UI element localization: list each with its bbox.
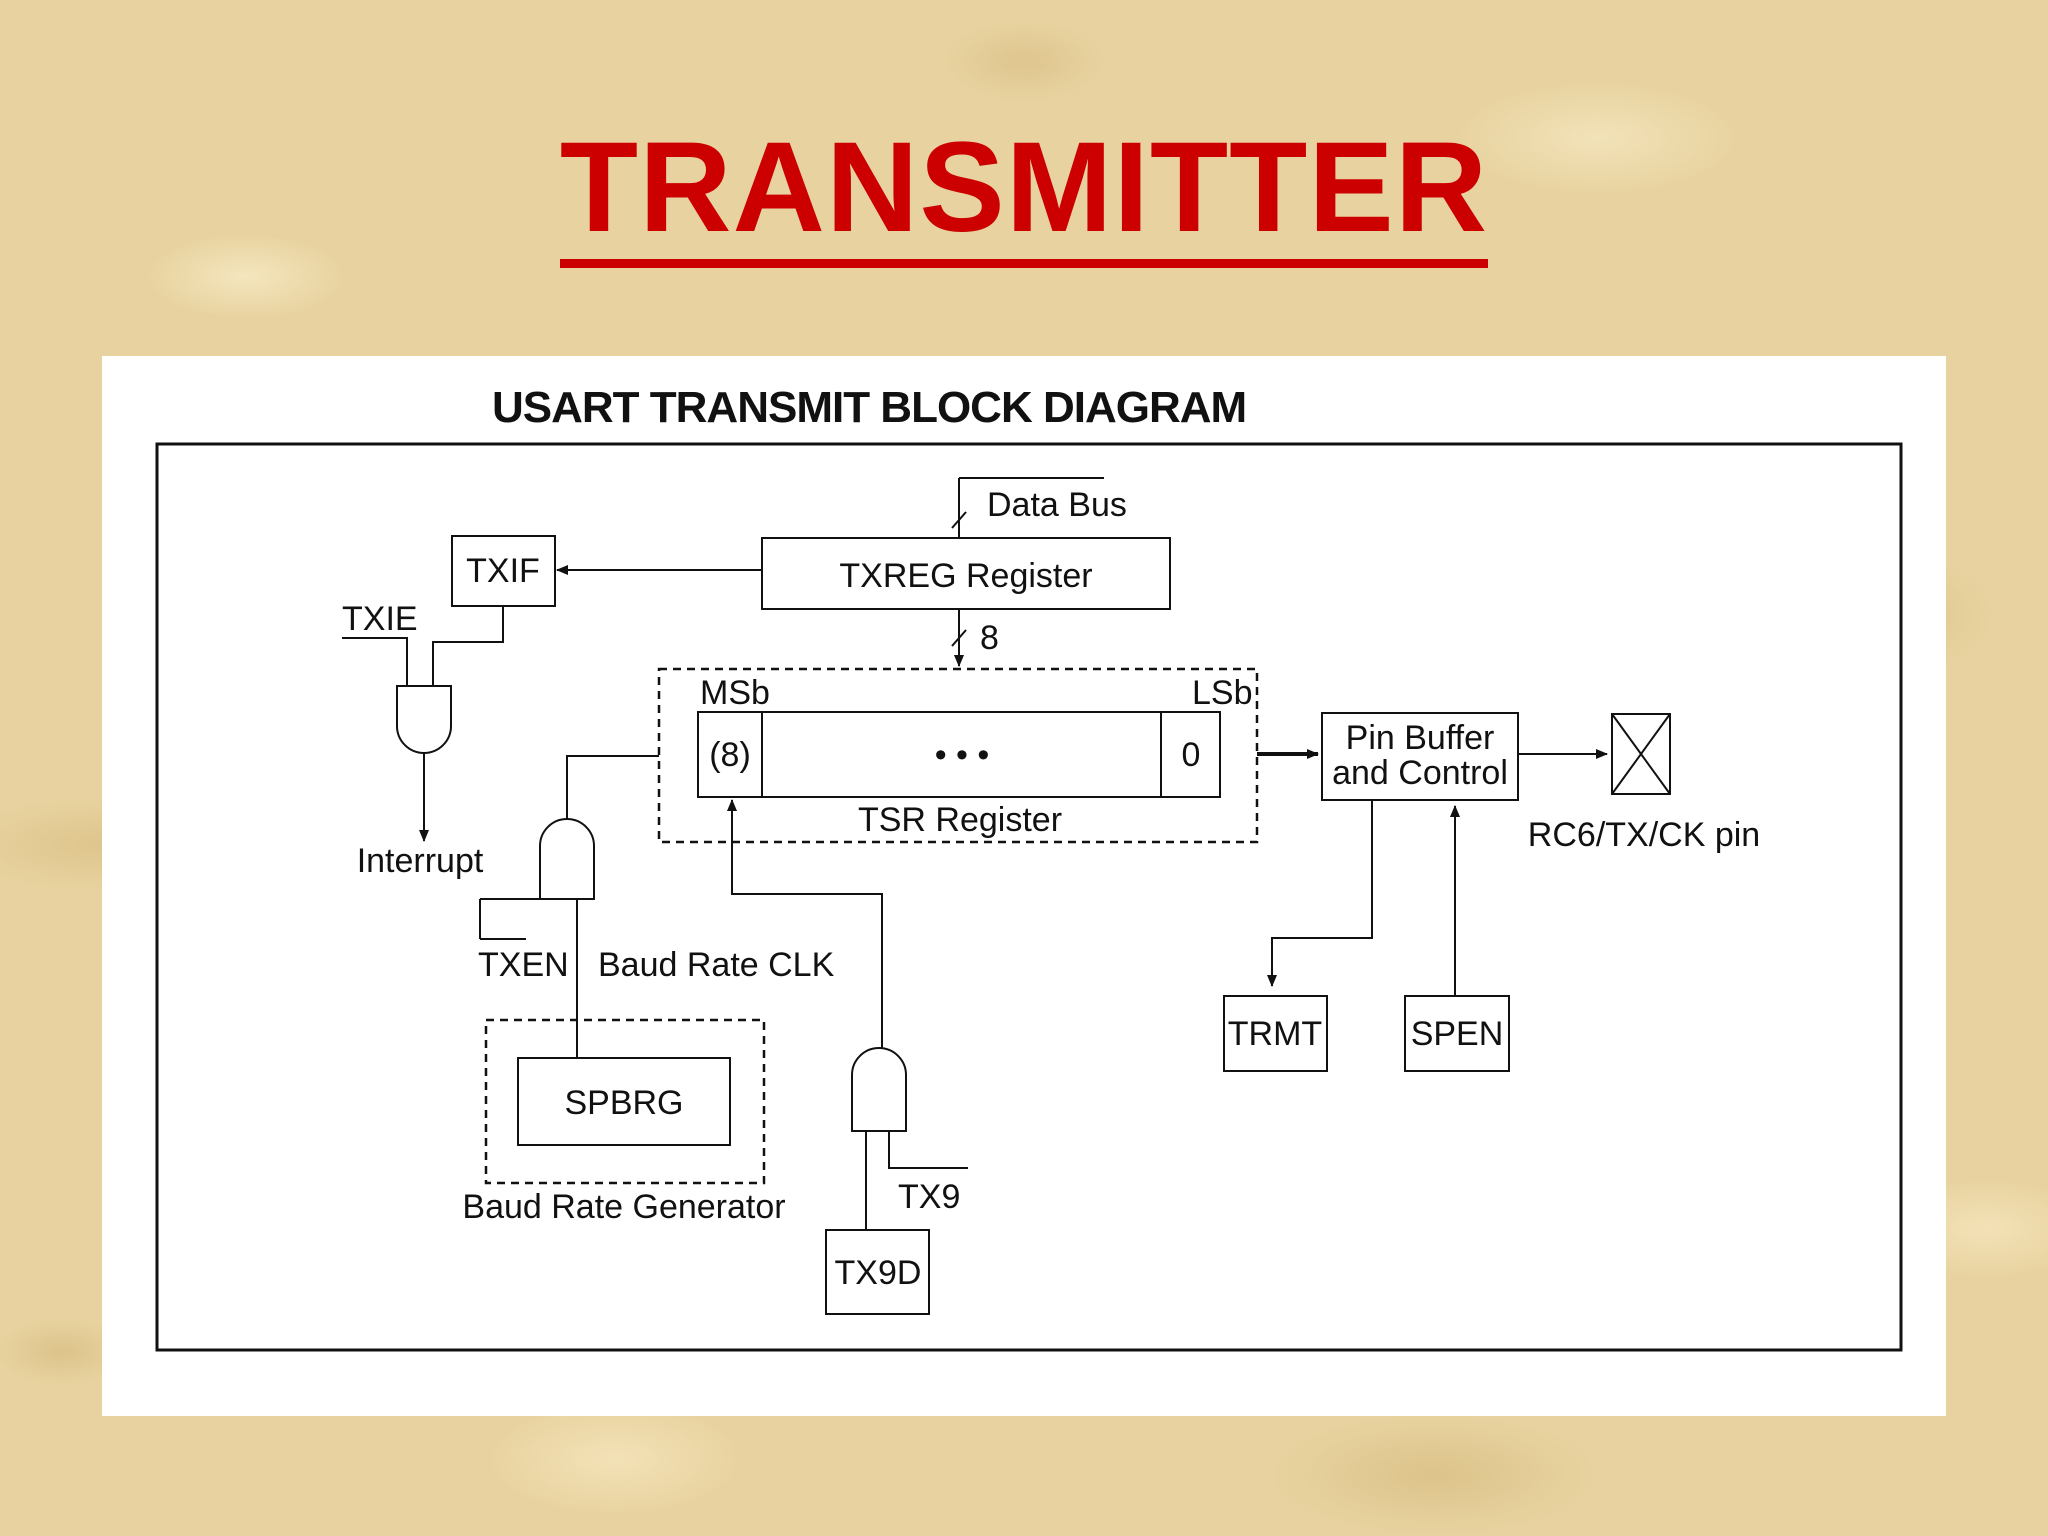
txreg-register-label: TXREG Register: [839, 557, 1092, 595]
trmt-box: [1223, 995, 1328, 1072]
output-pin-icon: [1611, 713, 1671, 795]
interrupt-and-gate: [396, 685, 452, 754]
bus-width-slash: [951, 629, 967, 647]
txie-line: [342, 637, 408, 686]
diagram-frame: [155, 442, 1903, 1352]
msb-label: MSb: [700, 674, 770, 712]
gate-to-tsr-line: [566, 755, 659, 819]
tx9d-box: [825, 1229, 930, 1315]
tsr-dashed-enclosure: [657, 667, 1259, 844]
data-bus-label: Data Bus: [987, 486, 1127, 524]
clock-and-gate: [539, 818, 595, 900]
usart-transmit-block-diagram: USART TRANSMIT BLOCK DIAGRAM Data Bus TX…: [155, 383, 1903, 1352]
diagram-panel: USART TRANSMIT BLOCK DIAGRAM Data Bus TX…: [102, 356, 1946, 1416]
lsb-label: LSb: [1192, 674, 1253, 712]
spbrg-box: [517, 1057, 731, 1146]
bus-width-label: 8: [980, 619, 999, 657]
interrupt-label: Interrupt: [357, 842, 484, 880]
tsr-msb-bit: (8): [709, 736, 751, 774]
txie-label: TXIE: [342, 600, 418, 638]
spen-box: [1404, 995, 1510, 1072]
baud-rate-generator-label: Baud Rate Generator: [462, 1188, 785, 1226]
tx9-line: [888, 1131, 968, 1169]
tsr-dots: • • •: [935, 736, 990, 774]
txen-label: TXEN: [478, 946, 569, 984]
pin-buffer-to-trmt-arrow: [1267, 800, 1373, 987]
tsr-register-label: TSR Register: [858, 801, 1062, 839]
tx9-and-gate: [851, 1047, 907, 1132]
slide-title-text: TRANSMITTER: [559, 116, 1489, 268]
tx9-label: TX9: [898, 1178, 960, 1216]
tx9-gate-to-tsr-msb-arrow: [727, 799, 883, 1048]
tsr-register-box: [697, 711, 1221, 798]
diagram-heading: USART TRANSMIT BLOCK DIAGRAM: [492, 383, 1246, 432]
pin-buffer-box: [1321, 712, 1519, 801]
baud-rate-generator-enclosure: [484, 1018, 766, 1185]
tsr-lsb-bit: 0: [1182, 736, 1201, 774]
slide-title: TRANSMITTER: [0, 116, 2048, 268]
txreg-register-box: [761, 537, 1171, 610]
pin-label: RC6/TX/CK pin: [1528, 816, 1760, 854]
txif-label: TXIF: [466, 552, 540, 590]
pin-buffer-label-line2: and Control: [1332, 754, 1508, 792]
pin-buffer-label-line1: Pin Buffer: [1346, 719, 1495, 757]
trmt-label: TRMT: [1228, 1015, 1322, 1053]
spen-label: SPEN: [1411, 1015, 1504, 1053]
tx9d-label: TX9D: [835, 1254, 922, 1292]
baud-rate-clk-label: Baud Rate CLK: [598, 946, 835, 984]
data-bus-slash: [951, 511, 967, 529]
spbrg-label: SPBRG: [564, 1084, 683, 1122]
txif-to-gate-line: [432, 606, 504, 686]
